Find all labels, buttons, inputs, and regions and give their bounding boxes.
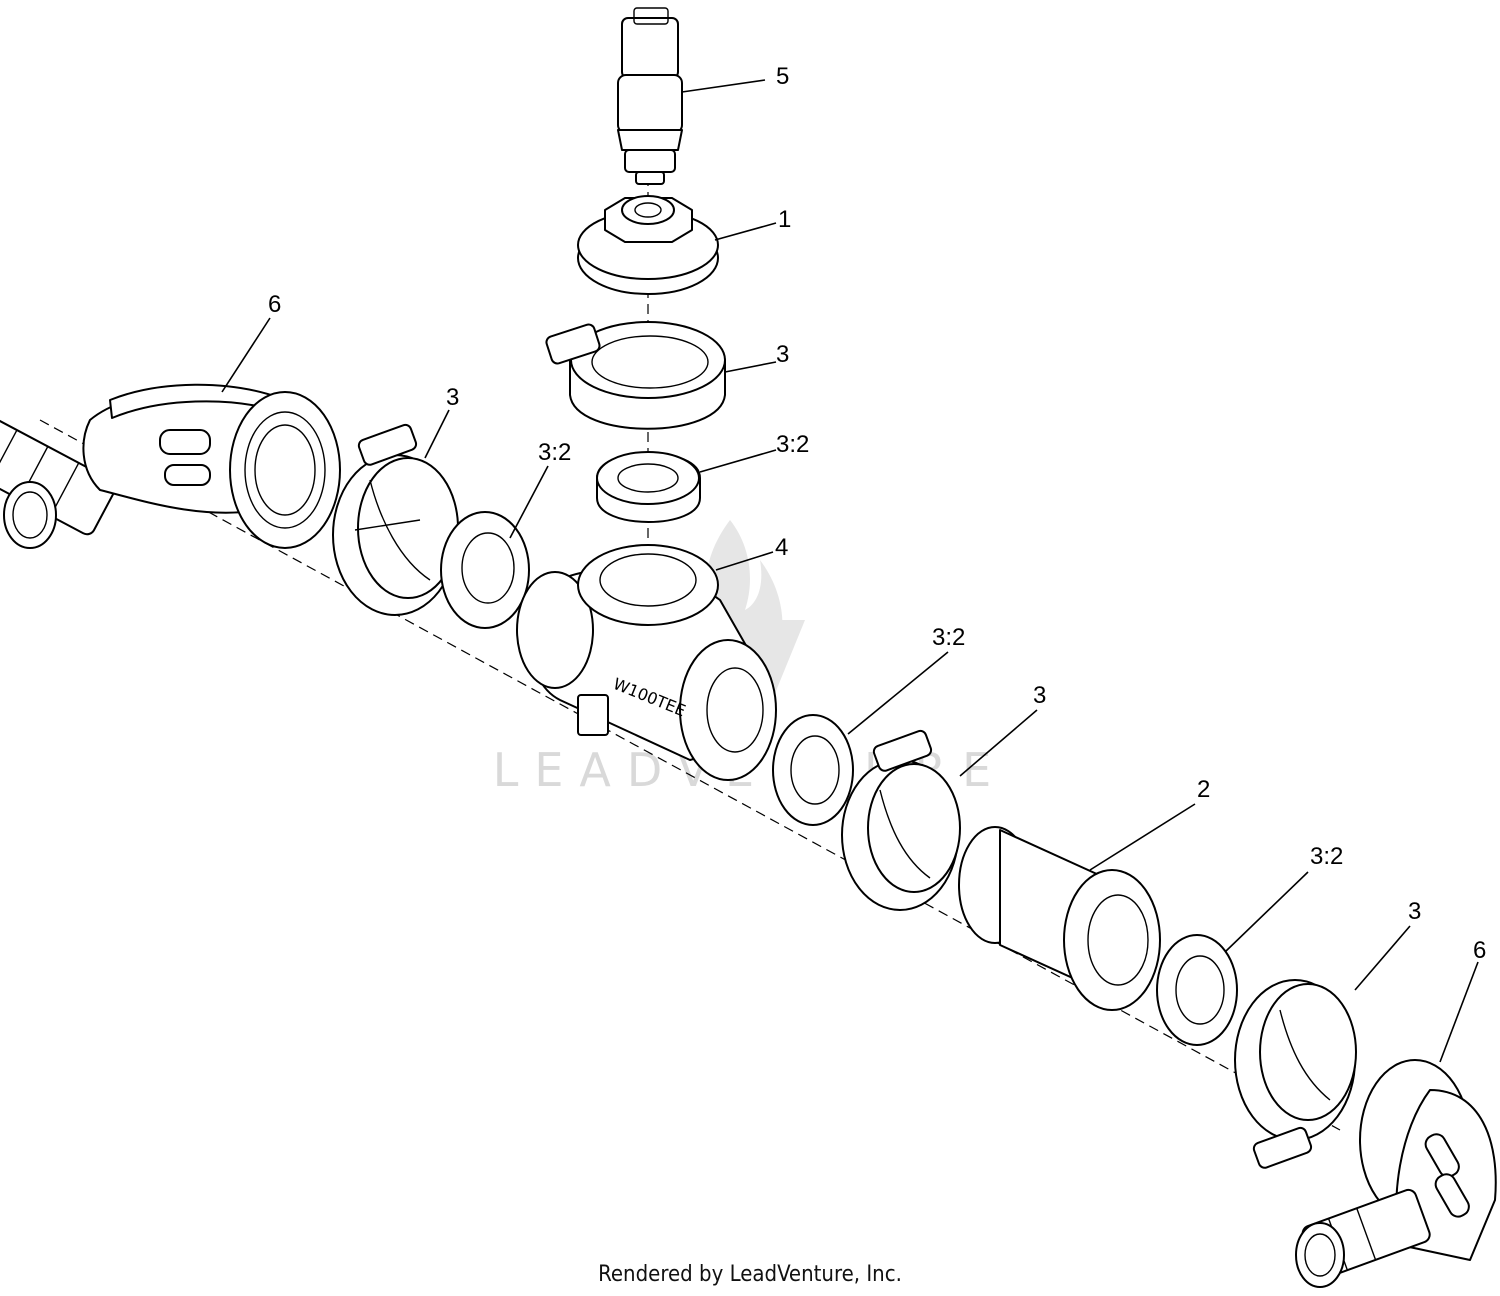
part-3-2-ring-top [596, 451, 701, 523]
part-3-2-ring-left [440, 511, 530, 629]
part-3-clamp-lower [1234, 979, 1357, 1169]
callout-3-mid: 3 [1033, 682, 1046, 709]
callout-labels: 5 1 3 3:2 4 6 3 3:2 3:2 3 2 3:2 3 6 [268, 63, 1486, 964]
callout-1: 1 [778, 206, 791, 233]
part-1-fitting [577, 195, 719, 295]
part-3-clamp-mid [841, 729, 961, 911]
leader-lines [221, 79, 1479, 1063]
part-4-tee: W100TEE [516, 544, 777, 781]
callout-6-left: 6 [268, 291, 281, 318]
part-3-clamp-top [545, 321, 726, 430]
callout-3-2-mid: 3:2 [932, 624, 965, 651]
part-3-2-ring-lower [1156, 934, 1238, 1046]
callout-3-2-top: 3:2 [776, 431, 809, 458]
callout-2: 2 [1197, 776, 1210, 803]
part-5-sensor [617, 7, 683, 185]
part-3-clamp-left [332, 423, 459, 616]
part-2-coupler [958, 826, 1161, 1011]
footer-credit: Rendered by LeadVenture, Inc. [598, 1262, 902, 1287]
part-3-2-ring-mid [772, 714, 854, 826]
callout-3-lower: 3 [1408, 898, 1421, 925]
callout-3-2-lower: 3:2 [1310, 843, 1343, 870]
part-6-elbow-left [0, 383, 341, 549]
callout-5: 5 [776, 63, 789, 90]
callout-3-2-left: 3:2 [538, 439, 571, 466]
callout-3-top: 3 [776, 341, 789, 368]
callout-6-right: 6 [1473, 937, 1486, 964]
callout-3-left: 3 [446, 384, 459, 411]
callout-4: 4 [775, 534, 788, 561]
part-6-elbow-right [1295, 1059, 1497, 1288]
